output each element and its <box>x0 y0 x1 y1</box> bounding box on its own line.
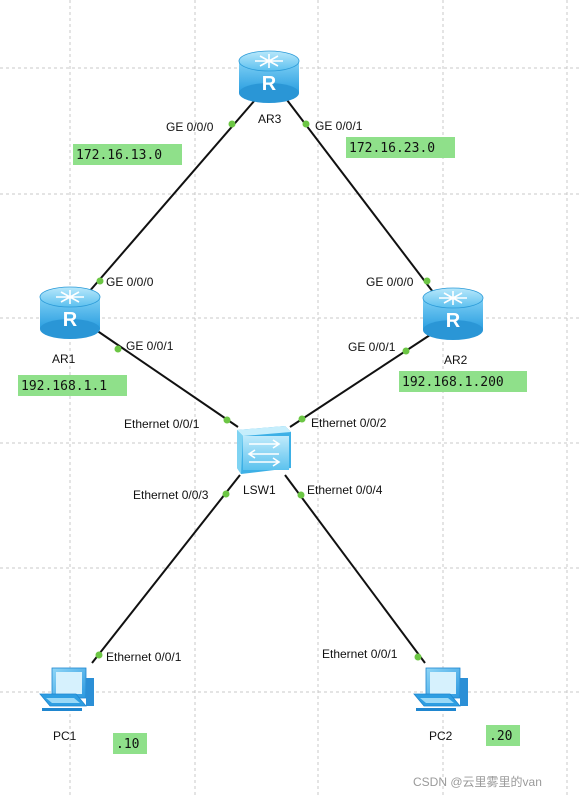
device-label-pc1: PC1 <box>53 729 77 743</box>
port-dot <box>402 347 410 355</box>
port-label-pc2-e001: Ethernet 0/0/1 <box>322 647 398 661</box>
pc-pc2[interactable] <box>413 667 469 712</box>
port-dot <box>298 415 306 423</box>
pc-icon <box>39 667 95 712</box>
pc-icon <box>413 667 469 712</box>
port-label-ar1-ge001: GE 0/0/1 <box>126 339 174 353</box>
port-label-ar1-ge000: GE 0/0/0 <box>106 275 154 289</box>
link-ar3-ar1[interactable] <box>87 99 256 294</box>
port-label-lsw1-e001: Ethernet 0/0/1 <box>124 417 200 431</box>
port-dot <box>95 651 103 659</box>
port-label-ar3-ge000: GE 0/0/0 <box>166 120 214 134</box>
network-label-text: 172.16.23.0 <box>349 141 435 156</box>
port-dot <box>228 120 236 128</box>
link-lsw1-pc2[interactable] <box>284 474 426 664</box>
port-label-lsw1-e002: Ethernet 0/0/2 <box>311 416 387 430</box>
ip-label-text: 192.168.1.200 <box>402 375 504 390</box>
network-label-text: 172.16.13.0 <box>76 148 162 163</box>
pc-pc1[interactable] <box>39 667 95 712</box>
router-ar3[interactable] <box>238 50 300 104</box>
device-label-ar3: AR3 <box>258 112 282 126</box>
ip-label-pc2: .20 <box>486 725 520 746</box>
ip-label-ar1: 192.168.1.1 <box>18 375 127 396</box>
router-icon <box>238 50 300 104</box>
port-dot <box>302 120 310 128</box>
ip-label-text: .20 <box>489 729 512 744</box>
device-label-ar1: AR1 <box>52 352 76 366</box>
device-label-pc2: PC2 <box>429 729 453 743</box>
port-label-lsw1-e003: Ethernet 0/0/3 <box>133 488 209 502</box>
link-lsw1-pc1[interactable] <box>91 474 241 664</box>
router-icon <box>39 286 101 340</box>
device-label-ar2: AR2 <box>444 353 468 367</box>
port-dot <box>96 277 104 285</box>
port-label-ar2-ge001: GE 0/0/1 <box>348 340 396 354</box>
ip-label-pc1: .10 <box>113 733 147 754</box>
port-dot <box>423 277 431 285</box>
router-ar2[interactable] <box>422 287 484 341</box>
port-dot <box>297 491 305 499</box>
ip-label-ar2: 192.168.1.200 <box>399 371 527 392</box>
watermark: CSDN @云里雾里的van <box>413 774 542 789</box>
port-dots <box>95 120 431 661</box>
port-label-ar2-ge000: GE 0/0/0 <box>366 275 414 289</box>
network-label-172-16-13-0: 172.16.13.0 <box>73 144 182 165</box>
router-icon <box>422 287 484 341</box>
ip-label-text: 192.168.1.1 <box>21 379 107 394</box>
network-label-172-16-23-0: 172.16.23.0 <box>346 137 455 158</box>
switch-icon <box>237 426 291 474</box>
router-ar1[interactable] <box>39 286 101 340</box>
port-dot <box>223 416 231 424</box>
port-dot <box>222 490 230 498</box>
links <box>87 99 434 664</box>
port-label-ar3-ge001: GE 0/0/1 <box>315 119 363 133</box>
port-label-lsw1-e004: Ethernet 0/0/4 <box>307 483 383 497</box>
device-label-lsw1: LSW1 <box>243 483 276 497</box>
port-dot <box>114 345 122 353</box>
ip-label-text: .10 <box>116 737 139 752</box>
link-ar3-ar2[interactable] <box>286 99 434 293</box>
port-label-pc1-e001: Ethernet 0/0/1 <box>106 650 182 664</box>
switch-lsw1[interactable] <box>237 426 291 474</box>
port-dot <box>414 653 422 661</box>
